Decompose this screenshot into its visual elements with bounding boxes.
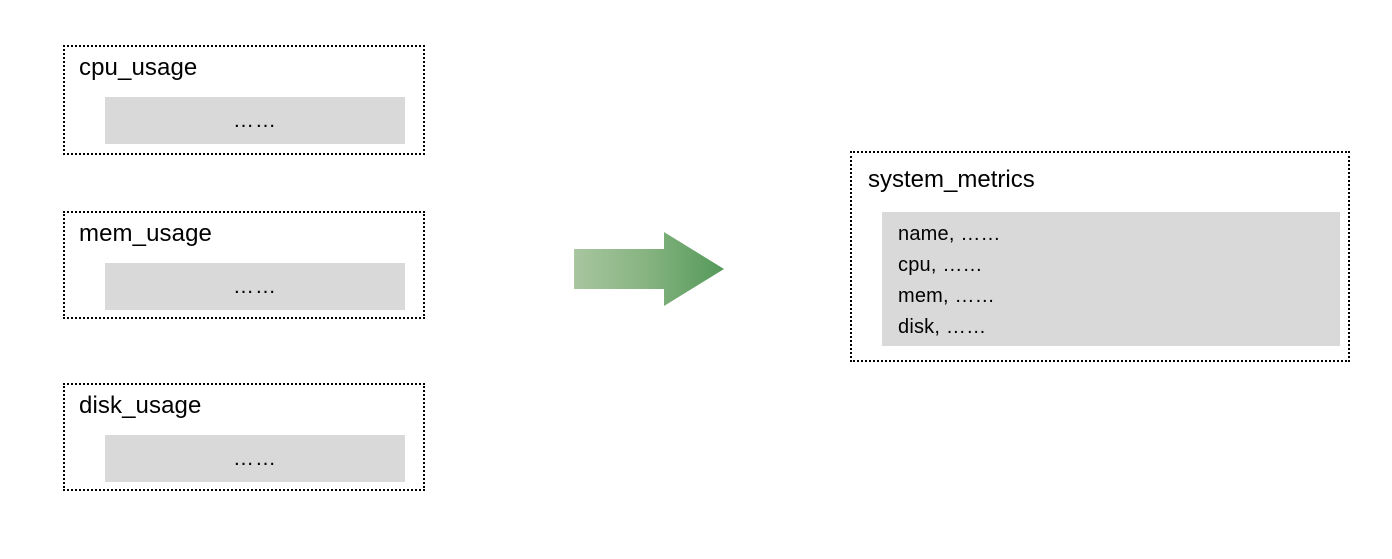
source-box-title: mem_usage [79, 220, 212, 247]
source-box-title: disk_usage [79, 392, 202, 419]
source-box-body: …… [105, 97, 405, 144]
list-item: cpu, …… [898, 254, 983, 276]
field-list: name, …… cpu, …… mem, …… disk, …… [898, 219, 1001, 343]
list-item: mem, …… [898, 285, 995, 307]
ellipsis-placeholder: …… [233, 446, 277, 470]
source-box-disk-usage: disk_usage …… [63, 383, 425, 491]
source-box-body: …… [105, 263, 405, 310]
ellipsis-placeholder: …… [233, 108, 277, 132]
source-box-body: …… [105, 435, 405, 482]
target-box-system-metrics: system_metrics name, …… cpu, …… mem, …… … [850, 151, 1350, 362]
source-box-mem-usage: mem_usage …… [63, 211, 425, 319]
source-box-cpu-usage: cpu_usage …… [63, 45, 425, 155]
list-item: name, …… [898, 223, 1001, 245]
ellipsis-placeholder: …… [233, 274, 277, 298]
source-box-title: cpu_usage [79, 54, 198, 81]
target-box-title: system_metrics [868, 166, 1035, 193]
flow-arrow-right-icon [572, 230, 726, 308]
list-item: disk, …… [898, 316, 987, 338]
target-box-body: name, …… cpu, …… mem, …… disk, …… [882, 212, 1340, 346]
